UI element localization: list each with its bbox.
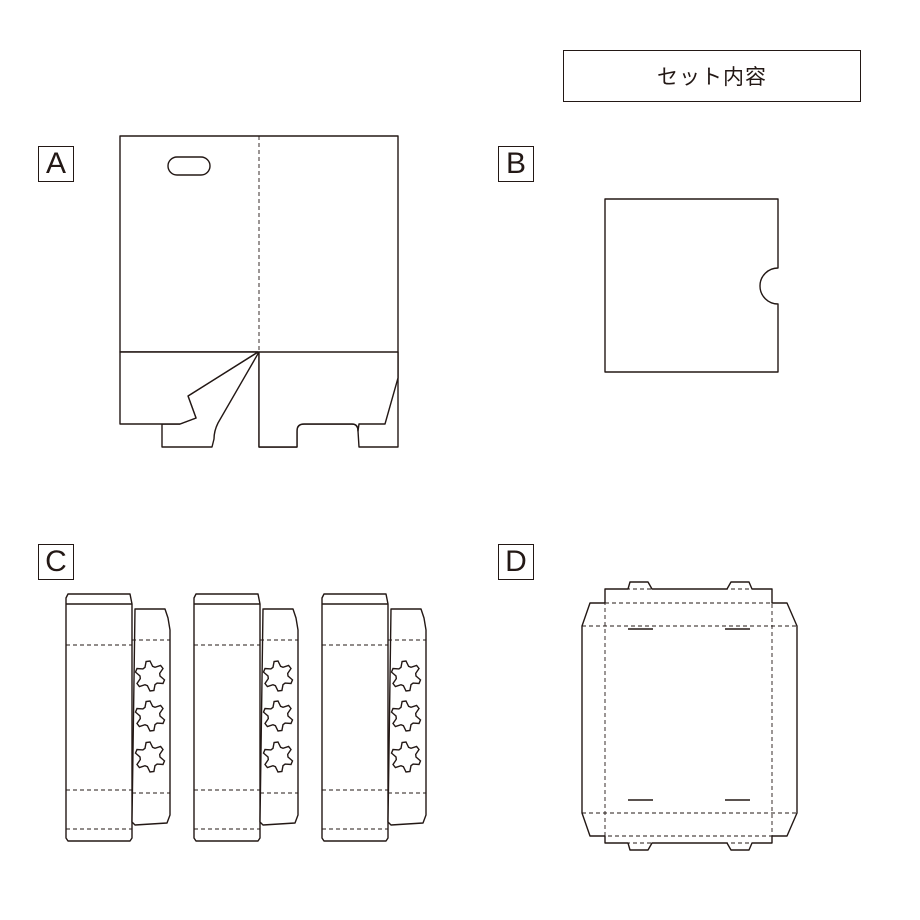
part-a-box-net	[119, 135, 399, 448]
part-label-d: D	[498, 544, 534, 580]
gear-cutout-2	[262, 700, 294, 732]
gear-cutout-2	[390, 700, 422, 732]
divider-net-1	[65, 593, 171, 842]
gear-cutout-3	[390, 741, 422, 773]
part-d-tray-net	[581, 581, 798, 851]
gear-cutout-1	[262, 660, 294, 692]
part-c-divider-nets	[65, 593, 427, 842]
set-contents-title: セット内容	[563, 50, 861, 102]
divider-net-2	[193, 593, 299, 842]
divider-net-3	[321, 593, 427, 842]
part-label-a: A	[38, 146, 74, 182]
handle-hole	[167, 156, 211, 176]
divider-flap	[387, 608, 427, 826]
gear-cutout-1	[134, 660, 166, 692]
gear-cutout-2	[134, 700, 166, 732]
gear-cutout-3	[262, 741, 294, 773]
divider-flap	[259, 608, 299, 826]
gear-cutout-3	[134, 741, 166, 773]
gear-cutout-1	[390, 660, 422, 692]
divider-panel	[65, 593, 133, 842]
divider-panel	[321, 593, 389, 842]
part-label-c: C	[38, 544, 74, 580]
divider-panel	[193, 593, 261, 842]
part-label-b: B	[498, 146, 534, 182]
divider-flap	[131, 608, 171, 826]
part-b-insert-card	[604, 198, 779, 373]
